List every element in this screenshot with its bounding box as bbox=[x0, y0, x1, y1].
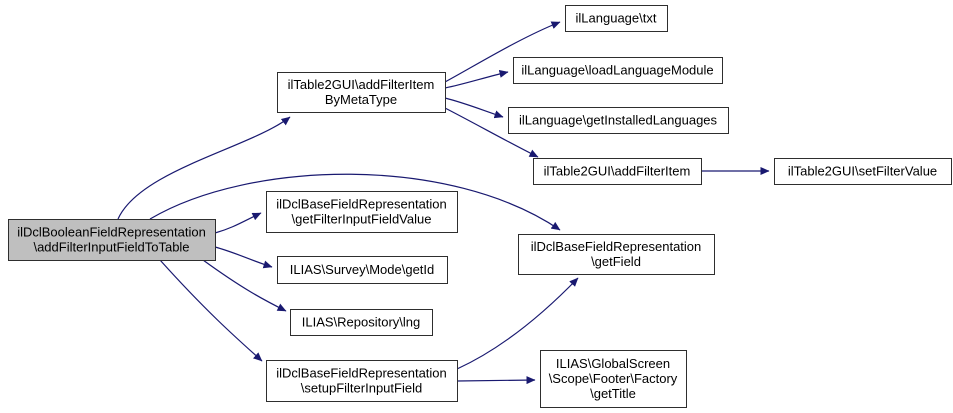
graph-node-label: ilLanguage\getInstalledLanguages bbox=[519, 113, 718, 128]
graph-node-box bbox=[8, 219, 216, 261]
graph-edge-setupFilterInputField-to-getTitle bbox=[456, 376, 536, 385]
graph-node-box[interactable] bbox=[277, 72, 446, 113]
graph-node-box[interactable] bbox=[513, 57, 723, 84]
graph-node-box[interactable] bbox=[540, 350, 687, 408]
graph-node-box[interactable] bbox=[290, 309, 433, 336]
graph-node-label: ilLanguage\txt bbox=[576, 11, 657, 26]
graph-node-box[interactable] bbox=[518, 234, 715, 275]
graph-node-addFilterInputFieldToTable: ilDclBooleanFieldRepresentation\addFilte… bbox=[8, 219, 216, 261]
graph-node-setFilterValue[interactable]: ilTable2GUI\setFilterValue bbox=[774, 158, 952, 185]
graph-node-setupFilterInputField[interactable]: ilDclBaseFieldRepresentation\setupFilter… bbox=[266, 360, 458, 402]
graph-node-getInstalledLanguages[interactable]: ilLanguage\getInstalledLanguages bbox=[508, 107, 729, 134]
graph-node-loadLanguageModule[interactable]: ilLanguage\loadLanguageModule bbox=[513, 57, 723, 84]
graph-node-addFilterItem[interactable]: ilTable2GUI\addFilterItem bbox=[533, 158, 702, 185]
graph-node-box[interactable] bbox=[277, 256, 448, 284]
graph-node-label: ilDclBooleanFieldRepresentation\addFilte… bbox=[17, 225, 206, 255]
graph-edge-setupFilterInputField-to-getField bbox=[456, 277, 579, 370]
graph-node-box[interactable] bbox=[533, 158, 702, 185]
graph-node-label: ilDclBaseFieldRepresentation\getField bbox=[531, 239, 702, 269]
graph-node-label: ILIAS\Survey\Mode\getId bbox=[290, 262, 435, 277]
graph-edge-addFilterItemByMetaType-to-loadLanguageModule bbox=[444, 69, 509, 89]
graph-node-getFilterInputFieldValue[interactable]: ilDclBaseFieldRepresentation\getFilterIn… bbox=[266, 191, 458, 233]
graph-node-box[interactable] bbox=[565, 5, 668, 32]
graph-node-box[interactable] bbox=[266, 360, 458, 402]
graph-node-txt[interactable]: ilLanguage\txt bbox=[565, 5, 668, 32]
graph-node-label: ilLanguage\loadLanguageModule bbox=[521, 63, 713, 78]
graph-node-getId[interactable]: ILIAS\Survey\Mode\getId bbox=[277, 256, 448, 284]
graph-edge-addFilterInputFieldToTable-to-addFilterItemByMetaType bbox=[117, 116, 291, 220]
graph-node-label: ilTable2GUI\addFilterItem bbox=[544, 164, 691, 179]
graph-node-label: ILIAS\GlobalScreen\Scope\Footer\Factory\… bbox=[549, 356, 678, 401]
graph-node-getField[interactable]: ilDclBaseFieldRepresentation\getField bbox=[518, 234, 715, 275]
graph-edge-addFilterInputFieldToTable-to-getFilterInputFieldValue bbox=[214, 212, 262, 234]
graph-node-label: ilDclBaseFieldRepresentation\getFilterIn… bbox=[276, 197, 447, 227]
graph-edge-addFilterItemByMetaType-to-getInstalledLanguages bbox=[444, 97, 504, 119]
graph-node-lng[interactable]: ILIAS\Repository\lng bbox=[290, 309, 433, 336]
graph-edge-addFilterItemByMetaType-to-addFilterItem bbox=[444, 107, 539, 158]
graph-edge-addFilterInputFieldToTable-to-setupFilterInputField bbox=[159, 259, 263, 362]
graph-node-label: ilDclBaseFieldRepresentation\setupFilter… bbox=[276, 366, 447, 396]
graph-edge-addFilterInputFieldToTable-to-getId bbox=[214, 246, 273, 269]
graph-edge-addFilterInputFieldToTable-to-lng bbox=[202, 259, 287, 312]
graph-edge-addFilterItemByMetaType-to-txt bbox=[444, 21, 561, 83]
graph-node-getTitle[interactable]: ILIAS\GlobalScreen\Scope\Footer\Factory\… bbox=[540, 350, 687, 408]
graph-edge-addFilterInputFieldToTable-to-getField bbox=[149, 173, 561, 231]
graph-node-box[interactable] bbox=[508, 107, 729, 134]
graph-node-label: ilTable2GUI\setFilterValue bbox=[788, 164, 937, 179]
graph-node-label: ILIAS\Repository\lng bbox=[302, 315, 421, 330]
graph-node-box[interactable] bbox=[774, 158, 952, 185]
graph-node-box[interactable] bbox=[266, 191, 458, 233]
